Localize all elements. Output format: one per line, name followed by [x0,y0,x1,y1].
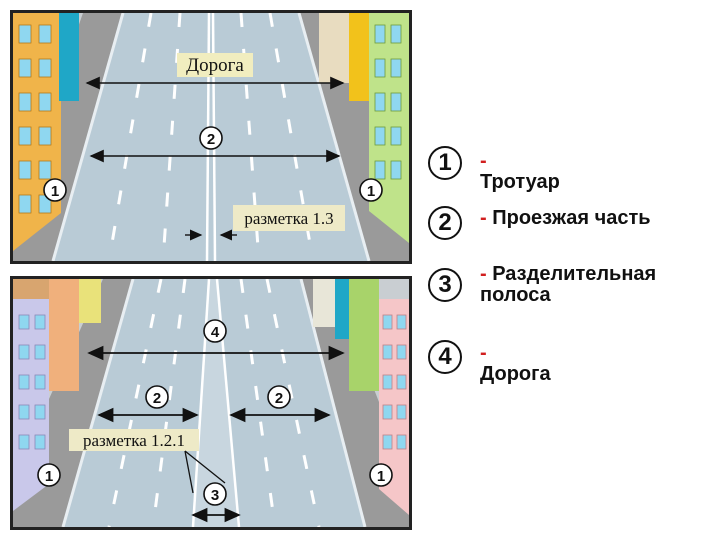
divider-strip [193,279,239,527]
legend-badge-1: 1 [428,146,462,180]
road-label: Дорога [186,55,244,76]
legend-badge-2: 2 [428,206,462,240]
right-sidewalk-badge-bottom: 1 [377,468,385,485]
top-road-scene: Дорога 2 1 1 разметка 1.3 [13,13,409,261]
svg-text:3: 3 [211,487,219,504]
left-roadway-badge [145,385,169,409]
bottom-road-illustration: 4 2 2 разметка 1.2.1 1 1 3 [10,276,412,530]
roadway-badge [199,126,223,150]
legend-badge-4: 4 [428,340,462,374]
top-road-illustration: Дорога 2 1 1 разметка 1.3 [10,10,412,264]
marking-pointer-right [184,450,226,484]
marking-1-3-label: разметка 1.3 [244,209,333,228]
legend: 1 - Тротуар 2 - Проезжая часть 3 - Разде… [428,0,720,540]
svg-text:2: 2 [153,390,161,407]
right-building-beige [319,13,349,83]
left-sidewalk-badge [43,178,67,202]
svg-text:2: 2 [275,390,283,407]
right-building-yellow [349,13,369,101]
svg-text:2: 2 [207,131,215,148]
divider-badge [203,482,227,506]
svg-text:4: 4 [211,324,220,341]
bottom-road-scene: 4 2 2 разметка 1.2.1 1 1 3 [13,279,409,527]
legend-label-road: Дорога [480,363,551,385]
left-building-blue [59,13,79,101]
left-sidewalk-badge-bottom: 1 [45,468,53,485]
road-badge [203,319,227,343]
right-sidewalk-badge [359,178,383,202]
right-roadway-badge [267,385,291,409]
svg-text:1: 1 [367,183,375,200]
marking-1-2-1-label: разметка 1.2.1 [83,431,185,450]
marking-pointer-left [184,450,194,494]
legend-label-roadway: Проезжая часть [492,207,651,229]
svg-text:1: 1 [51,183,59,200]
legend-label-sidewalk: Тротуар [480,171,560,193]
legend-badge-3: 3 [428,268,462,302]
legend-label-divider: Разделительная полоса [480,263,657,306]
